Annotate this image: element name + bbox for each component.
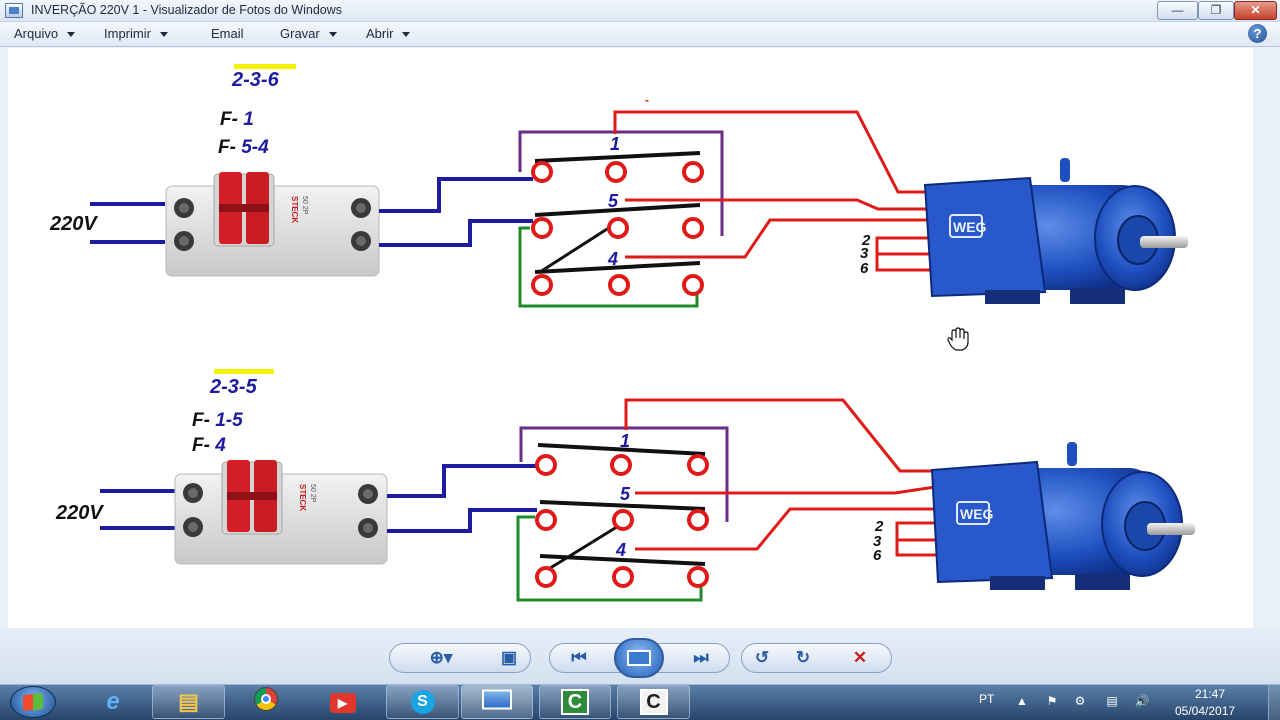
actual-size-icon[interactable]: ▣ <box>500 648 518 667</box>
hardware-icon[interactable]: ⚙ <box>1074 694 1086 708</box>
delete-icon[interactable]: ✕ <box>852 648 868 667</box>
chrome-icon <box>253 687 278 717</box>
show-desktop-button[interactable] <box>1268 685 1280 720</box>
folder-icon: ▤ <box>178 689 199 714</box>
taskbar-file-explorer[interactable]: ▤ <box>152 685 225 719</box>
show-hidden-icons-icon[interactable]: ▲ <box>1016 694 1028 708</box>
next-icon[interactable]: ⏭ <box>693 648 709 667</box>
title-bar: INVERÇÃO 220V 1 - Visualizador de Fotos … <box>0 0 1280 22</box>
media-player-icon: ▶ <box>329 691 356 713</box>
taskbar-camtasia-recorder[interactable]: C <box>617 685 690 719</box>
minimize-button[interactable]: — <box>1157 1 1198 20</box>
taskbar-photo-viewer[interactable] <box>461 685 533 719</box>
photo-viewer-icon <box>482 689 512 715</box>
taskbar-camtasia[interactable]: C <box>539 685 611 719</box>
zoom-icon[interactable]: ⊕▾ <box>429 648 453 667</box>
menu-imprimir-label: Imprimir <box>104 26 151 41</box>
menu-email-label: Email <box>211 26 244 41</box>
language-indicator[interactable]: PT <box>979 692 995 706</box>
network-icon[interactable]: ▤ <box>1106 694 1118 708</box>
menu-bar: Arquivo Imprimir Email Gravar Abrir ? <box>0 22 1280 47</box>
taskbar-internet-explorer[interactable]: e <box>78 685 148 719</box>
displayed-photo <box>8 48 1253 628</box>
clock-time[interactable]: 21:47 <box>1195 687 1226 701</box>
taskbar-skype[interactable]: S <box>386 685 459 719</box>
menu-email[interactable]: Email <box>211 26 244 41</box>
windows-logo-icon <box>23 692 43 712</box>
camtasia-recorder-icon: C <box>639 689 668 715</box>
menu-abrir-label: Abrir <box>366 26 394 41</box>
slideshow-icon <box>627 650 651 666</box>
internet-explorer-icon: e <box>106 688 120 715</box>
rotate-right-icon[interactable]: ↻ <box>795 648 811 667</box>
previous-icon[interactable]: ⏮ <box>571 648 587 667</box>
window-title: INVERÇÃO 220V 1 - Visualizador de Fotos … <box>31 3 343 17</box>
menu-abrir[interactable]: Abrir <box>366 26 411 41</box>
taskbar-media-player[interactable]: ▶ <box>306 685 379 719</box>
menu-arquivo[interactable]: Arquivo <box>14 26 76 41</box>
chevron-down-icon <box>159 32 168 38</box>
skype-icon: S <box>410 690 435 714</box>
taskbar-chrome[interactable] <box>229 685 302 719</box>
action-center-icon[interactable]: ⚑ <box>1046 694 1058 708</box>
menu-arquivo-label: Arquivo <box>14 26 59 41</box>
menu-gravar[interactable]: Gravar <box>280 26 337 41</box>
zoom-group <box>389 643 531 673</box>
help-icon[interactable]: ? <box>1248 24 1267 43</box>
chevron-down-icon <box>402 32 411 38</box>
camtasia-icon: C <box>561 689 589 715</box>
maximize-button[interactable]: ❐ <box>1198 1 1234 20</box>
chevron-down-icon <box>328 32 337 38</box>
edit-group <box>741 643 892 673</box>
clock-date[interactable]: 05/04/2017 <box>1175 704 1236 718</box>
rotate-left-icon[interactable]: ↺ <box>754 648 770 667</box>
menu-imprimir[interactable]: Imprimir <box>104 26 168 41</box>
close-button[interactable]: ✕ <box>1234 1 1277 20</box>
chevron-down-icon <box>67 32 76 38</box>
photo-viewer-app-icon <box>5 3 23 18</box>
volume-icon[interactable]: 🔊 <box>1134 694 1150 708</box>
menu-gravar-label: Gravar <box>280 26 320 41</box>
